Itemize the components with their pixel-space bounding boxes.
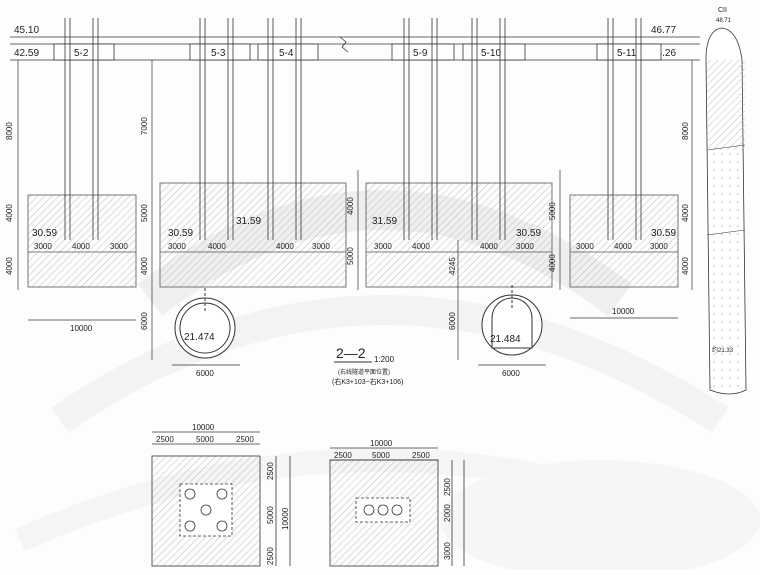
top-right-elev: 46.77 xyxy=(651,25,676,36)
dim-label: 4000 xyxy=(681,204,690,222)
dim-label: 6000 xyxy=(140,312,149,330)
borehole-top-elev: 48.71 xyxy=(716,18,732,24)
dim-label: 2500 xyxy=(443,478,452,496)
dim-label: 10000 xyxy=(70,324,93,333)
pier-label: 5-9 xyxy=(413,48,428,59)
borehole-top-label: CII xyxy=(718,7,727,14)
borehole-log xyxy=(705,27,747,395)
dim-label: 2500 xyxy=(334,451,352,460)
dim-label: 3000 xyxy=(374,242,392,251)
left-ground-elev: 42.59 xyxy=(14,48,39,59)
plan-view-2 xyxy=(329,447,465,567)
dim-label: 3000 xyxy=(312,242,330,251)
dim-label: 5000 xyxy=(140,204,149,222)
pier-label: 5-11 xyxy=(617,48,637,59)
dim-label: 5000 xyxy=(266,506,275,524)
cap-elevation: 31.59 xyxy=(372,216,397,227)
dim-label: 4000 xyxy=(72,242,90,251)
cap-elevation: 30.59 xyxy=(168,228,193,239)
dim-label: 4000 xyxy=(614,242,632,251)
dim-label: 4000 xyxy=(208,242,226,251)
dim-label: 5000 xyxy=(196,435,214,444)
dim-label: 4000 xyxy=(276,242,294,251)
cap-elevation: 30.59 xyxy=(651,228,676,239)
dim-label: 4000 xyxy=(5,257,14,275)
tunnel-elevation: 21.484 xyxy=(490,334,521,345)
dim-label: 3000 xyxy=(34,242,52,251)
dim-label: 10000 xyxy=(192,423,215,432)
section-chainage: (右K3+103~右K3+106) xyxy=(332,377,403,386)
cap-elevation: 30.59 xyxy=(32,228,57,239)
dim-label: 4000 xyxy=(681,257,690,275)
section-scale: 1:200 xyxy=(374,355,395,364)
dim-label: 4000 xyxy=(5,204,14,222)
dim-label: 3000 xyxy=(650,242,668,251)
dim-label: 4000 xyxy=(480,242,498,251)
dim-label: 5000 xyxy=(346,247,355,265)
borehole-bottom-elev: 约21.33 xyxy=(712,346,734,354)
pile-caps xyxy=(27,182,679,288)
piles xyxy=(64,18,642,240)
pier-label: 5-3 xyxy=(211,48,226,59)
dim-label: 5000 xyxy=(372,451,390,460)
dim-label: 6000 xyxy=(196,369,214,378)
cap-elevation: 31.59 xyxy=(236,216,261,227)
plan-view-1 xyxy=(151,431,291,567)
dim-label: 2500 xyxy=(266,462,275,480)
dim-label: 3000 xyxy=(443,542,452,560)
dim-label: 3000 xyxy=(516,242,534,251)
dim-label: 4000 xyxy=(346,197,355,215)
dim-label: 8000 xyxy=(681,122,690,140)
dim-label: 6000 xyxy=(448,312,457,330)
dim-label: 4000 xyxy=(140,257,149,275)
dim-label: 3000 xyxy=(576,242,594,251)
dim-label: 3000 xyxy=(168,242,186,251)
dim-label: 2500 xyxy=(156,435,174,444)
section-title-text: 2—2 xyxy=(336,345,366,361)
tunnel-elevation: 21.474 xyxy=(184,332,215,343)
dim-label: 2500 xyxy=(412,451,430,460)
dim-label: 2500 xyxy=(236,435,254,444)
pier-heads xyxy=(53,43,662,61)
dim-label: 8000 xyxy=(5,122,14,140)
pier-label: 5-4 xyxy=(279,48,294,59)
dimension-lines xyxy=(17,60,693,366)
dim-label: 3000 xyxy=(110,242,128,251)
dim-label: 5000 xyxy=(548,202,557,220)
dim-label: 10000 xyxy=(612,307,635,316)
dim-label: 10000 xyxy=(281,507,290,530)
dim-label: 4245 xyxy=(448,257,457,275)
dim-label: 7000 xyxy=(140,117,149,135)
cap-elevation: 30.59 xyxy=(516,228,541,239)
section-title: 2—2 1:200 (右线隧道平面位置) (右K3+103~右K3+106) xyxy=(332,345,403,386)
tunnel-sections xyxy=(174,285,543,359)
dim-label: 2000 xyxy=(443,504,452,522)
section-subtitle: (右线隧道平面位置) xyxy=(338,368,390,376)
dim-label: 10000 xyxy=(370,439,393,448)
dim-label: 4000 xyxy=(412,242,430,251)
pier-label: 5-10 xyxy=(481,48,501,59)
right-ground-elev: 44.26 xyxy=(651,48,676,59)
dim-label: 2500 xyxy=(266,547,275,565)
dim-label: 6000 xyxy=(502,369,520,378)
pier-label: 5-2 xyxy=(74,48,89,59)
ground-line xyxy=(10,36,700,61)
dim-label: 4000 xyxy=(548,254,557,272)
top-left-elev: 45.10 xyxy=(14,25,39,36)
